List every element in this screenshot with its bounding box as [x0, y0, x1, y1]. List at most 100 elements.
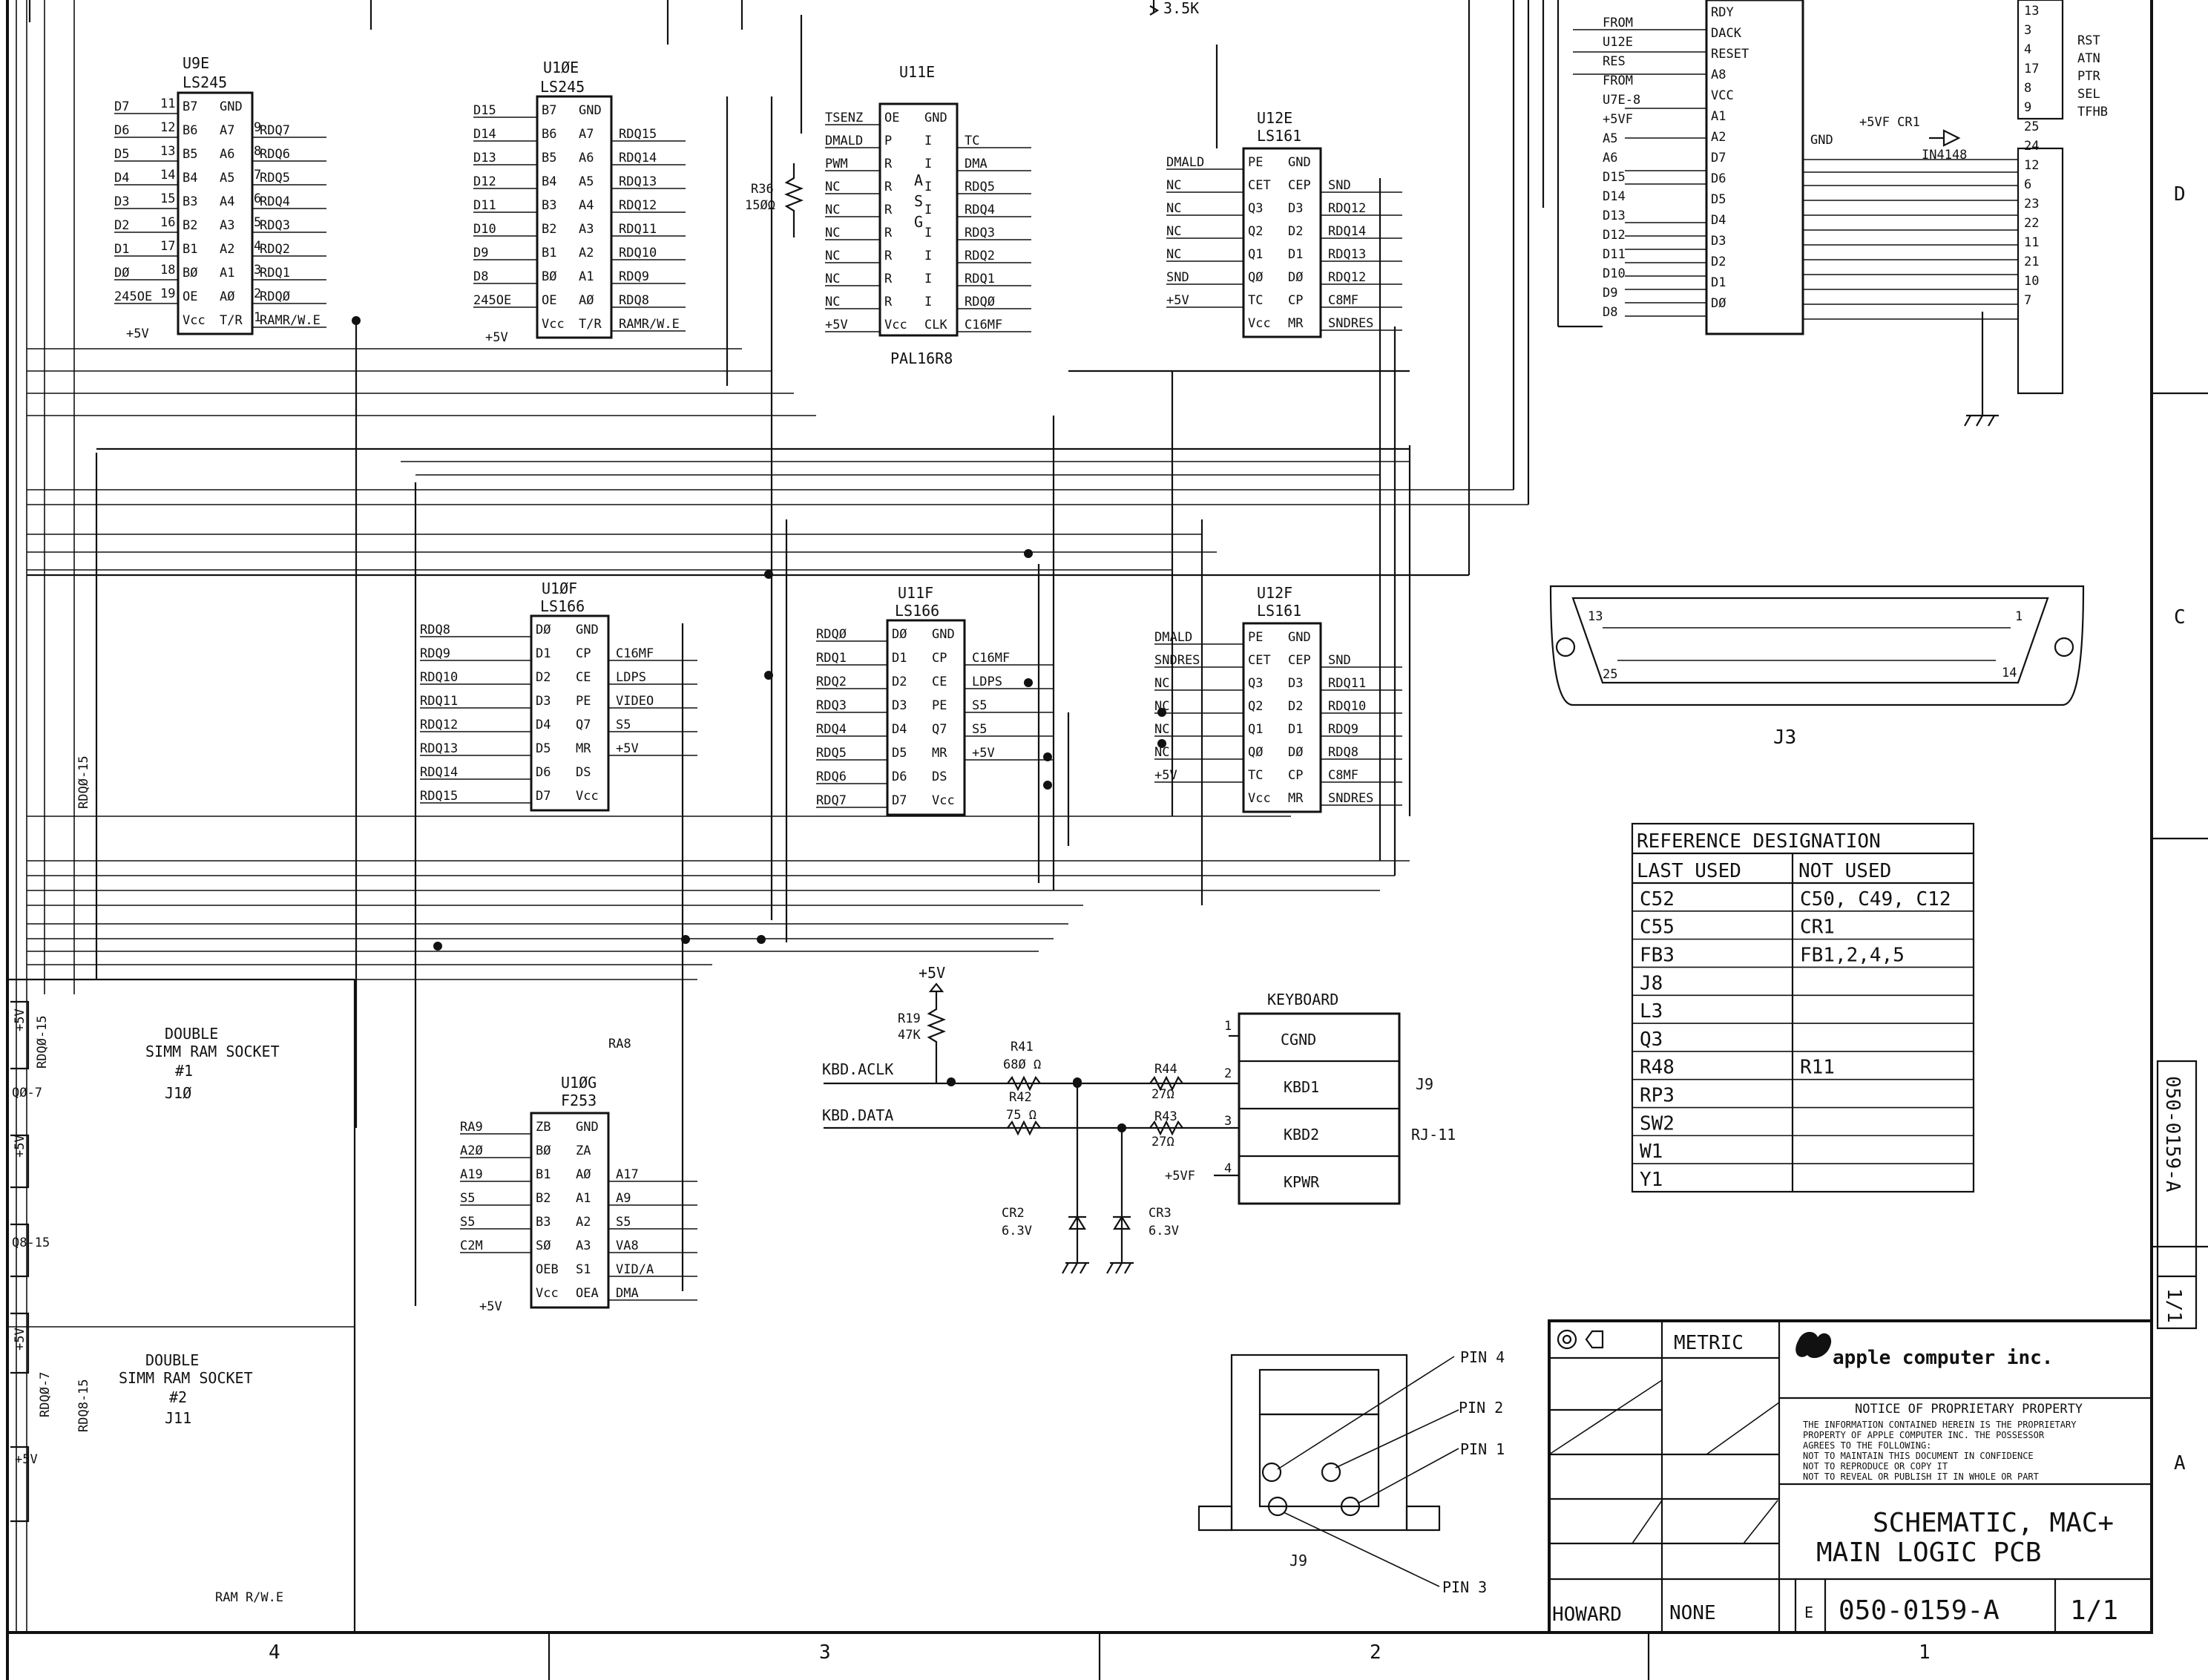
pin-name: A5	[579, 174, 594, 189]
pin-number: 7	[2024, 293, 2031, 308]
ic-part: PAL16R8	[890, 350, 953, 367]
net-label: RDQ9	[420, 646, 450, 661]
net-label: DMALD	[825, 134, 863, 148]
zone-label: D	[2174, 183, 2186, 206]
net-label: RDQ2	[260, 242, 290, 257]
pin-name: D3	[1711, 234, 1726, 249]
net-label: RDQ15	[619, 127, 657, 142]
net-label: 245OE	[473, 293, 511, 308]
pin-name: BØ	[183, 266, 197, 280]
net-label: RDQ8	[420, 623, 450, 637]
table-cell: CR1	[1800, 916, 1835, 939]
net-label: SNDRES	[1328, 316, 1373, 331]
pin-name: CEP	[1288, 653, 1311, 668]
simm1-title: DOUBLE	[165, 1025, 218, 1043]
net-label: D14	[473, 127, 496, 142]
pin-name: D5	[892, 746, 907, 761]
net-label: D2	[114, 218, 129, 233]
pin-name: D1	[1288, 722, 1303, 737]
net-label: S5	[972, 722, 987, 737]
pin-name: R	[884, 180, 893, 194]
title-line: MAIN LOGIC PCB	[1816, 1538, 2041, 1568]
pin-name: D6	[1711, 171, 1726, 186]
pin-name: OE	[183, 289, 197, 304]
simm2-num: #2	[169, 1388, 187, 1406]
pin-name: D7	[536, 789, 551, 804]
net-label: LDPS	[616, 670, 646, 685]
table-cell: L3	[1640, 1000, 1663, 1023]
pin-name: P	[884, 134, 892, 148]
net-label: D10	[473, 222, 496, 237]
pin-name: MR	[1288, 791, 1304, 806]
resistor-ref: R44	[1154, 1062, 1177, 1077]
net-label: U7E-8	[1603, 93, 1640, 108]
pin-name: SØ	[536, 1238, 551, 1253]
pin-name: A6	[579, 151, 594, 165]
pin-name: A2	[220, 242, 234, 257]
net-label: RDQ3	[965, 226, 995, 240]
pin-number: 16	[160, 215, 175, 230]
net-label: D15	[1603, 170, 1626, 185]
pin-name: GND	[576, 1120, 599, 1135]
simm1-title2: SIMM RAM SOCKET	[145, 1043, 280, 1060]
ic-body	[177, 91, 254, 335]
resistor-ref: R36	[751, 182, 774, 197]
pin-name: TC	[1248, 293, 1263, 308]
net-label: D14	[1603, 189, 1626, 204]
net-label: KBD.ACLK	[822, 1060, 893, 1078]
ic-u11f: U11F LS166 DØD1D2D3D4D5D6D7GNDCPCEPEQ7MR…	[816, 584, 1054, 816]
ic-part: LS166	[540, 597, 585, 615]
ic-body	[1705, 0, 1804, 335]
pin-name: I	[924, 180, 932, 194]
pin-name: A5	[220, 171, 234, 186]
pin-number: 1	[254, 310, 261, 325]
title-line: SCHEMATIC, MAC+	[1873, 1508, 2114, 1538]
company-name: apple computer inc.	[1833, 1347, 2053, 1369]
left-bus-label: RDQØ-15	[76, 755, 91, 809]
pin-name: PE	[1248, 155, 1263, 170]
net-label: C16MF	[965, 318, 1002, 332]
pin-name: ZB	[536, 1120, 551, 1135]
ic-part: LS245	[183, 73, 227, 91]
net-label: RA8	[608, 1037, 631, 1051]
net-label: D1	[114, 242, 129, 257]
simm-area: DOUBLE SIMM RAM SOCKET #1 J1Ø DOUBLE SIM…	[7, 978, 356, 1633]
pin-name: QØ	[1248, 745, 1263, 760]
net-label: SND	[1166, 270, 1189, 285]
net-label: RDQ12	[1328, 201, 1366, 216]
pin-name: BØ	[536, 1143, 551, 1158]
pin-name: B2	[542, 222, 556, 237]
net-label: +5V	[1154, 768, 1177, 783]
net-label: DMALD	[1166, 155, 1204, 170]
pin-name: Q2	[1248, 224, 1263, 239]
pin-number: 24	[2024, 139, 2039, 154]
resistor-ref: R42	[1009, 1090, 1032, 1105]
net-label: RDQ11	[619, 222, 657, 237]
pin-name: A1	[576, 1191, 591, 1206]
net-label: C8MF	[1328, 293, 1358, 308]
pin-number: 4	[2024, 42, 2031, 57]
net-label: VIDEO	[616, 694, 654, 709]
net-label: RDQ4	[260, 194, 290, 209]
ic-part: LS161	[1257, 602, 1301, 620]
net-label: NC	[825, 272, 840, 286]
pin-number: 3	[2024, 23, 2031, 38]
pin-name: Vcc	[932, 793, 955, 808]
resistor-ref: R19	[898, 1011, 921, 1026]
pin-name: DØ	[1288, 745, 1303, 760]
ic-u10g: U1ØG F253 RA8 ZBBØB1B2B3SØOEBVccGNDZAAØA…	[460, 1037, 697, 1314]
table-cell: R48	[1640, 1057, 1675, 1079]
zone-label: 1	[1919, 1641, 1931, 1664]
net-label: RDQ1	[816, 651, 847, 666]
net-label: RDQ15	[420, 789, 458, 804]
net-label: NC	[825, 203, 840, 217]
pin-label: PIN 2	[1459, 1399, 1503, 1417]
pin-name: A2	[579, 246, 594, 260]
net-label: A5	[1603, 131, 1617, 146]
net-label: VA8	[616, 1238, 639, 1253]
net-label: RDQØ-15	[76, 755, 91, 809]
pin-name: CET	[1248, 178, 1271, 193]
net-label: RDQ6	[260, 147, 290, 162]
pin-name: Q7	[932, 722, 947, 737]
pin-name: CP	[576, 646, 591, 661]
